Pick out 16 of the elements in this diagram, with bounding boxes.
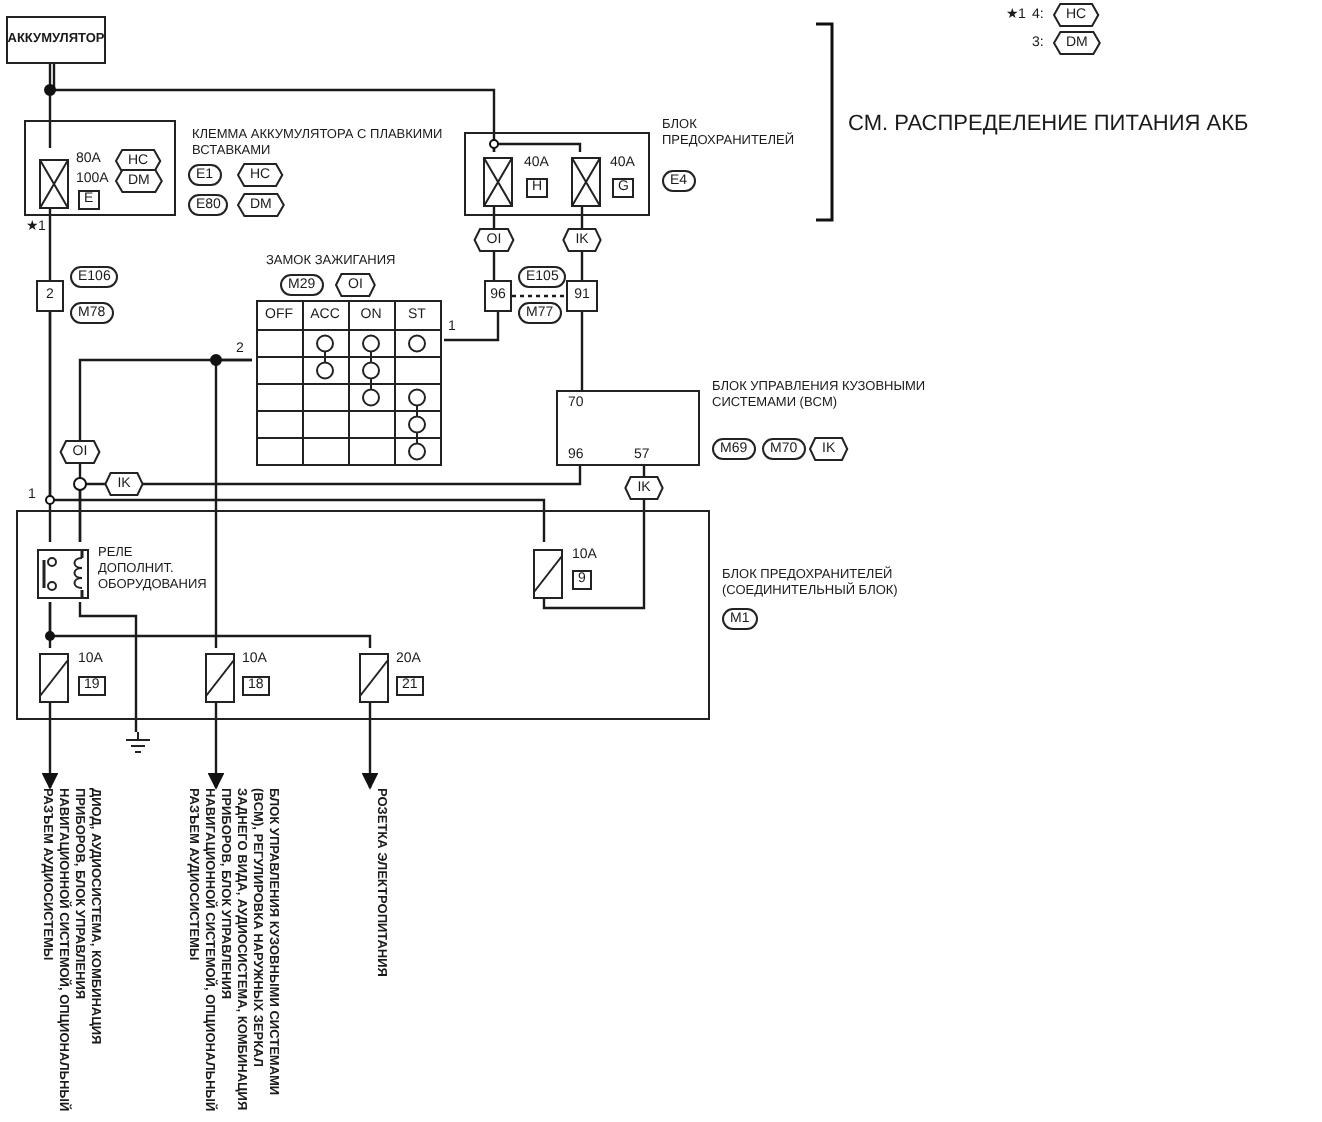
note-text: СМ. РАСПРЕДЕЛЕНИЕ ПИТАНИЯ АКБ xyxy=(848,112,1249,138)
arrow xyxy=(361,700,379,790)
wire xyxy=(48,602,372,648)
arrow xyxy=(41,700,59,790)
dotted-link-line xyxy=(512,294,566,298)
wire xyxy=(444,312,500,342)
wire xyxy=(492,142,582,152)
wire xyxy=(48,64,52,148)
wire xyxy=(48,208,52,280)
wire xyxy=(580,204,584,280)
wire xyxy=(580,312,584,390)
wire xyxy=(78,602,138,732)
arrow xyxy=(207,700,225,790)
wire xyxy=(542,466,646,610)
wire xyxy=(48,312,546,542)
wire xyxy=(78,466,582,542)
